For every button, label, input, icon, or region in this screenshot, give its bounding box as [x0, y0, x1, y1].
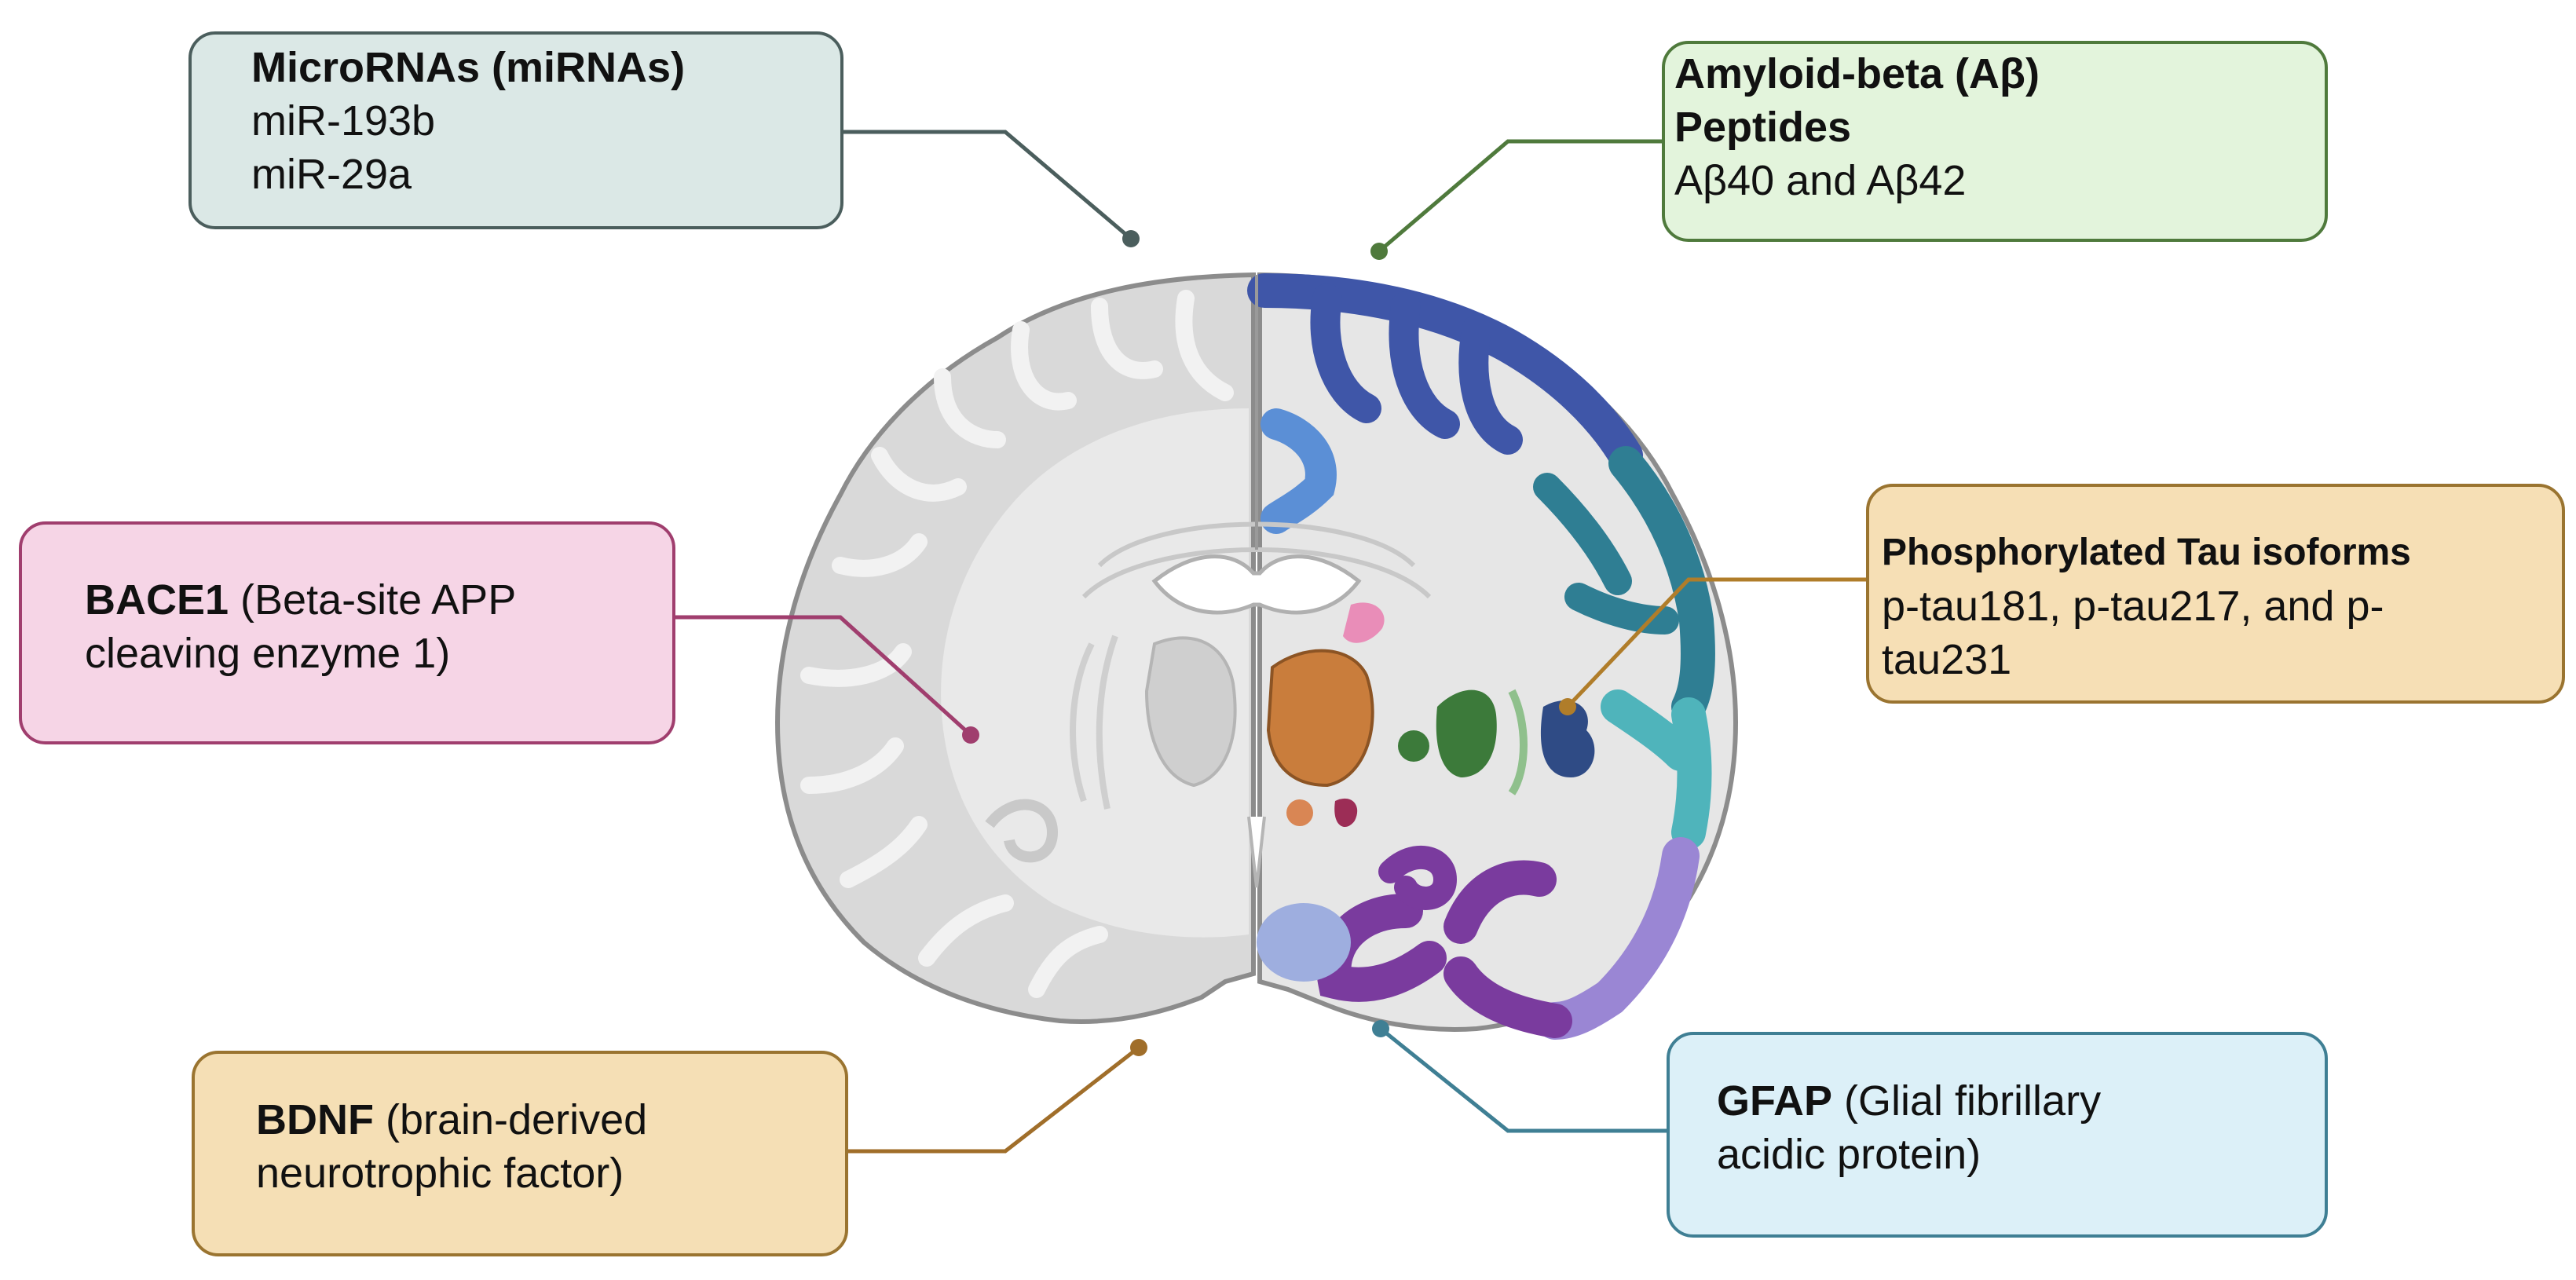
brainstem-oval: [1257, 903, 1351, 982]
hypothalamus-dot: [1286, 799, 1313, 826]
mammillary-region: [1334, 798, 1358, 827]
caudate-tail-region: [1343, 602, 1385, 643]
connector-tau: [1559, 577, 1866, 715]
bace-title: BACE1: [85, 576, 229, 624]
callout-mirna: MicroRNAs (miRNAs) miR-193b miR-29a: [188, 31, 843, 229]
mirna-item: miR-193b: [251, 97, 436, 144]
coronal-brain-section: [774, 272, 1739, 1040]
connector-bace: [675, 615, 979, 744]
third-ventricle: [1247, 816, 1266, 888]
callout-bdnf: BDNF (brain-derived neurotrophic factor): [192, 1051, 848, 1256]
abeta-title-line1: Amyloid-beta (Aβ): [1674, 50, 2040, 97]
callout-bace1: BACE1 (Beta-site APP cleaving enzyme 1): [19, 521, 675, 744]
left-sulci: [800, 290, 1234, 998]
callout-amyloid-beta: Amyloid-beta (Aβ) Peptides Aβ40 and Aβ42: [1662, 41, 2328, 242]
left-lower-curl: [985, 799, 1059, 863]
tau-detail-line1: p-tau181, p-tau217, and p-: [1882, 583, 2384, 630]
tau-title: Phosphorylated Tau isoforms: [1882, 532, 2411, 573]
amygdala-region: [1540, 700, 1595, 777]
mirna-title: MicroRNAs (miRNAs): [251, 44, 686, 91]
left-capsule-lines: [1070, 635, 1118, 810]
medial-cortex-region: [1261, 408, 1337, 534]
globus-pallidus-region: [1398, 730, 1429, 762]
putamen-region: [1436, 689, 1497, 777]
connector-mirna: [843, 130, 1140, 247]
claustrum-line: [1508, 689, 1528, 795]
bace-detail-line1: (Beta-site APP: [229, 576, 517, 624]
callout-phosphorylated-tau: Phosphorylated Tau isoforms p-tau181, p-…: [1866, 484, 2565, 704]
connector-bdnf: [848, 1039, 1147, 1154]
callout-gfap: GFAP (Glial fibrillary acidic protein): [1667, 1032, 2328, 1238]
abeta-detail: Aβ40 and Aβ42: [1674, 157, 1967, 204]
gfap-detail-line1: (Glial fibrillary: [1832, 1077, 2102, 1125]
bdnf-detail-line1: (brain-derived: [373, 1096, 648, 1143]
lateral-ventricles: [1151, 554, 1362, 615]
thalamus-region: [1266, 649, 1374, 788]
connector-abeta: [1370, 139, 1662, 260]
hippocampal-region: [1316, 860, 1572, 1038]
temporal-cortex-region: [1608, 446, 1715, 724]
hippocampus-curl: [1378, 846, 1458, 910]
temporal-gyri: [1533, 473, 1679, 635]
bace-detail-line2: cleaving enzyme 1): [85, 630, 451, 677]
bdnf-detail-line2: neurotrophic factor): [256, 1150, 624, 1197]
bdnf-title: BDNF: [256, 1096, 374, 1143]
abeta-title-line2: Peptides: [1674, 104, 1852, 151]
left-deep-structures: [1144, 636, 1237, 788]
mirna-item: miR-29a: [251, 151, 412, 198]
connector-gfap: [1372, 1020, 1667, 1133]
insular-cortex-region: [1601, 689, 1712, 850]
parahippocampal-region: [1536, 837, 1700, 1040]
gfap-title: GFAP: [1717, 1077, 1833, 1125]
tau-detail-line2: tau231: [1882, 636, 2012, 683]
frontal-gyri: [1310, 283, 1523, 455]
gfap-detail-line2: acidic protein): [1717, 1131, 1981, 1178]
